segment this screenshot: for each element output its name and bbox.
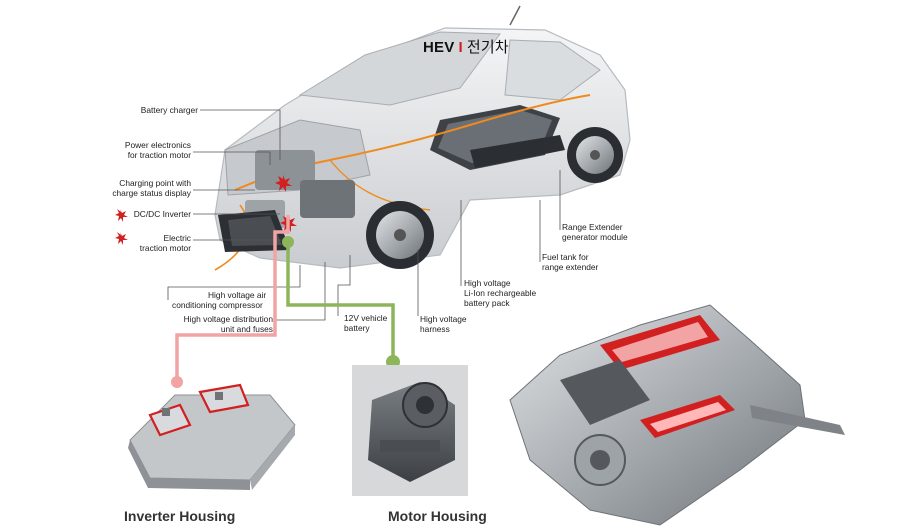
drive-unit-cutaway-image (509, 304, 845, 526)
title-korean: 전기차 (466, 38, 509, 56)
title-divider: I (458, 39, 463, 56)
inverter-housing-image (128, 383, 296, 490)
caption-inverter-housing: Inverter Housing (124, 508, 236, 524)
inverter-connector-line (175, 215, 290, 380)
caption-motor-housing: Motor Housing (388, 508, 487, 524)
car-cutaway (214, 5, 631, 271)
leader-lines (167, 109, 561, 321)
motor-housing-image (352, 365, 468, 496)
label-dcdc-inverter: DC/DC Inverter (133, 209, 191, 219)
label-battery-charger: Battery charger (140, 105, 198, 115)
title-prefix: HEV (423, 39, 455, 56)
motor-connector-line (286, 242, 395, 360)
